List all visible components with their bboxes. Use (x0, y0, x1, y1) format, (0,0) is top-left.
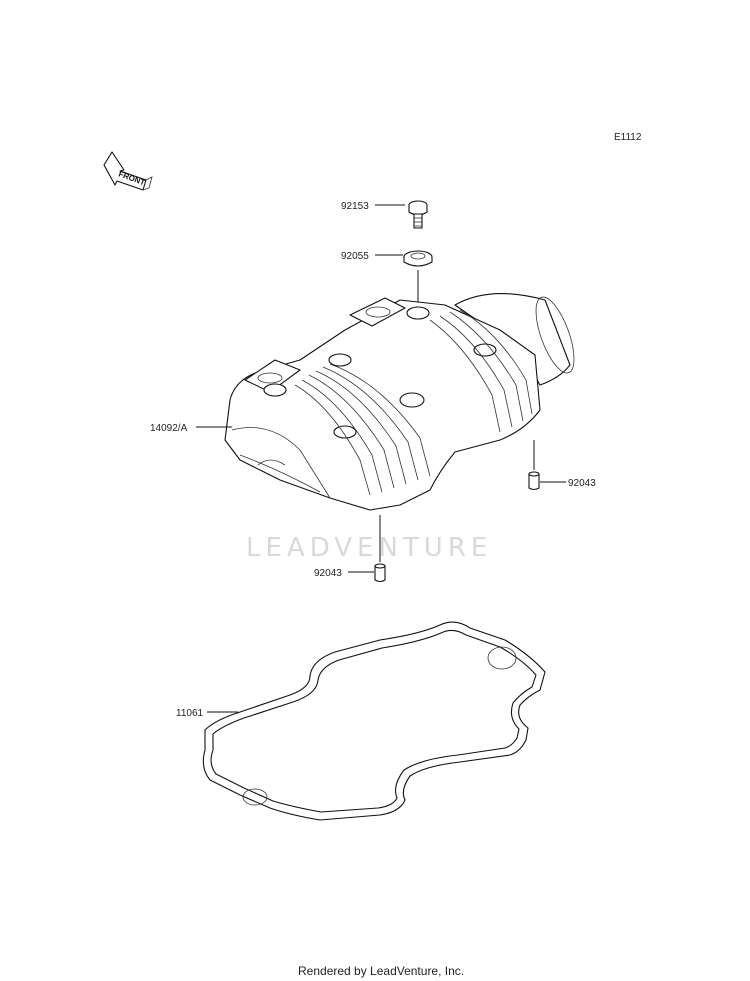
part-label-92055[interactable]: 92055 (341, 251, 369, 262)
part-label-92043-lower[interactable]: 92043 (314, 568, 342, 579)
part-label-92153[interactable]: 92153 (341, 201, 369, 212)
footer-credit: Rendered by LeadVenture, Inc. (298, 964, 464, 978)
front-arrow-icon: FRONT (103, 151, 153, 191)
watermark: LEADVENTURE (246, 533, 492, 563)
cylinder-head-cover-part (224, 293, 575, 511)
bolt-part (408, 200, 428, 229)
washer-part (403, 250, 433, 267)
dowel-pin-lower-part (374, 563, 386, 583)
dowel-pin-right-part (528, 471, 540, 491)
part-label-92043-right[interactable]: 92043 (568, 478, 596, 489)
part-label-14092a[interactable]: 14092/A (150, 423, 188, 434)
diagram-code: E1112 (614, 132, 642, 143)
part-label-11061[interactable]: 11061 (176, 708, 204, 719)
gasket-part (202, 621, 546, 821)
